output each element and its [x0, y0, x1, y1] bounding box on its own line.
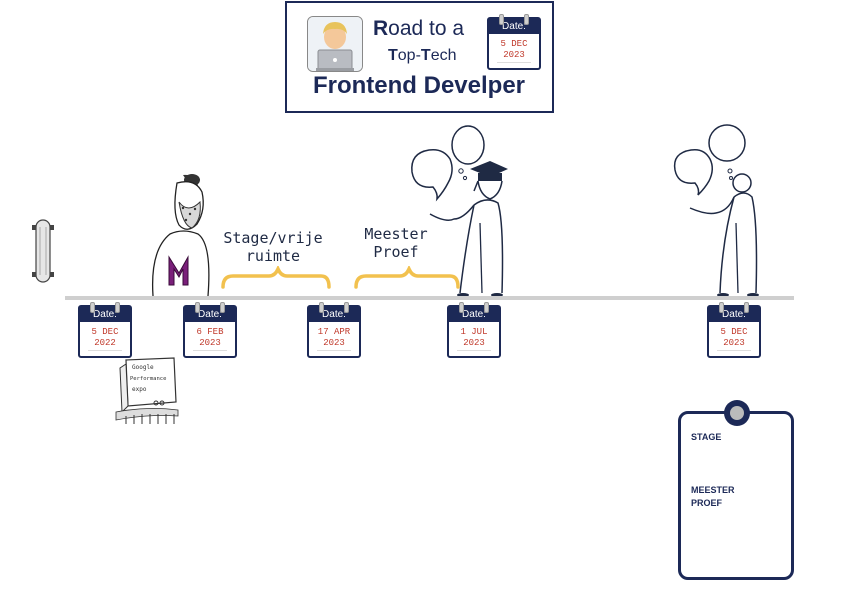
calendar-header: Date:	[309, 307, 359, 322]
bearded-person-icon	[151, 174, 210, 297]
milestone-calendar-2: Date: 6 FEB 2023	[183, 302, 237, 358]
milestone-calendar-3: Date: 17 APR 2023	[307, 302, 361, 358]
sticker-line-3: expo	[132, 386, 147, 393]
title-line-1: Road to a	[373, 17, 465, 40]
milestone-date: 1 JUL 2023	[460, 327, 488, 348]
calendar-date: 5 DEC 2023	[500, 39, 528, 60]
calendar-header: Date:	[185, 307, 235, 322]
milestone-date: 17 APR 2023	[317, 327, 351, 348]
performance-expo-sketch-icon: Google Performance expo	[115, 357, 179, 424]
card-stage-label: STAGE	[691, 432, 722, 442]
card-meester-label: MEESTER PROEF	[691, 485, 735, 508]
title-box: Road to a Top-Tech Date: 5 DEC 2023 Fron…	[285, 1, 554, 113]
letter-m-icon	[168, 255, 189, 286]
developer-avatar-icon	[307, 16, 363, 72]
milestone-date: 6 FEB 2023	[196, 327, 224, 348]
calendar-header: Date:	[80, 307, 130, 322]
milestone-calendar-4: Date: 1 JUL 2023	[447, 302, 501, 358]
timeline-line	[65, 296, 794, 300]
milestone-calendar-5: Date: 5 DEC 2023	[707, 302, 761, 358]
milestone-date: 5 DEC 2022	[91, 327, 119, 348]
calendar-header: Date:	[449, 307, 499, 322]
title-line-2: Top-Tech	[388, 47, 457, 64]
skateboard-icon	[32, 219, 54, 283]
stage-label: Stage/vrije ruimte	[223, 229, 323, 265]
page-title: Frontend Develper	[312, 72, 526, 99]
graduate-figure-icon	[411, 125, 508, 297]
calendar-header: Date:	[709, 307, 759, 322]
meester-bracket-icon	[354, 266, 460, 289]
thinking-figure-icon	[673, 124, 759, 297]
milestone-date: 5 DEC 2023	[720, 327, 748, 348]
stage-bracket-icon	[221, 266, 331, 289]
title-calendar-icon: Date: 5 DEC 2023	[487, 14, 541, 70]
milestone-calendar-1: Date: 5 DEC 2022	[78, 302, 132, 358]
pinned-note-card: STAGE MEESTER PROEF	[678, 400, 794, 580]
pin-icon	[724, 400, 750, 426]
meester-proef-label: Meester Proef	[364, 225, 428, 261]
sticker-line-2: Performance	[130, 376, 166, 382]
sticker-line-1: Google	[132, 364, 154, 371]
calendar-header: Date:	[489, 19, 539, 34]
